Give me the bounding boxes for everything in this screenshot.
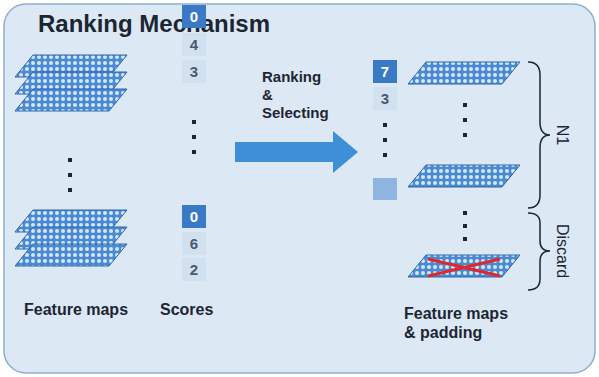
panel — [4, 4, 595, 373]
caption-label: Feature maps — [24, 300, 128, 319]
feature-map — [15, 89, 127, 111]
score-box: 0 — [182, 5, 206, 28]
score-box: 7 — [373, 60, 397, 83]
ellipsis-dot — [463, 103, 467, 107]
ellipsis-dot — [383, 138, 387, 142]
ellipsis-dot — [463, 211, 467, 215]
score-value: 0 — [190, 8, 198, 25]
feature-map — [408, 255, 520, 277]
ellipsis-dot — [463, 118, 467, 122]
feature-map — [408, 165, 520, 187]
ellipsis-dot — [68, 188, 72, 192]
caption-label: Scores — [160, 300, 213, 319]
group-label: N1 — [552, 125, 571, 145]
title: Ranking Mechanism — [38, 10, 270, 38]
score-value: 0 — [190, 208, 198, 225]
discard-cross — [428, 259, 500, 276]
ellipsis-dot — [463, 224, 467, 228]
brace — [528, 213, 550, 290]
group-label: Discard — [552, 224, 571, 278]
ellipsis-dot — [68, 173, 72, 177]
ellipsis-dot — [383, 123, 387, 127]
ellipsis-dot — [463, 133, 467, 137]
score-value: 3 — [190, 63, 198, 80]
ellipsis-dot — [383, 153, 387, 157]
score-value: 7 — [381, 63, 389, 80]
score-box: 0 — [182, 205, 206, 228]
ellipsis-dot — [68, 158, 72, 162]
score-value: 4 — [190, 36, 198, 53]
brace — [528, 62, 550, 208]
ellipsis-dot — [192, 135, 196, 139]
arrow — [235, 131, 358, 173]
feature-map — [15, 244, 127, 266]
ellipsis-dot — [192, 120, 196, 124]
discard-cross — [428, 259, 500, 276]
score-value: 3 — [381, 90, 389, 107]
score-box: 3 — [373, 87, 397, 110]
score-value: 2 — [190, 261, 198, 278]
score-box: 3 — [182, 60, 206, 83]
score-value: 6 — [190, 235, 198, 252]
score-box: 2 — [182, 258, 206, 281]
score-box: 6 — [182, 232, 206, 255]
feature-map — [408, 62, 520, 84]
empty-score-box — [373, 178, 397, 200]
ellipsis-dot — [192, 150, 196, 154]
score-box: 4 — [182, 33, 206, 56]
caption-label: Feature maps & padding — [404, 304, 516, 342]
arrow-label: Ranking & Selecting — [262, 68, 334, 122]
ellipsis-dot — [463, 237, 467, 241]
